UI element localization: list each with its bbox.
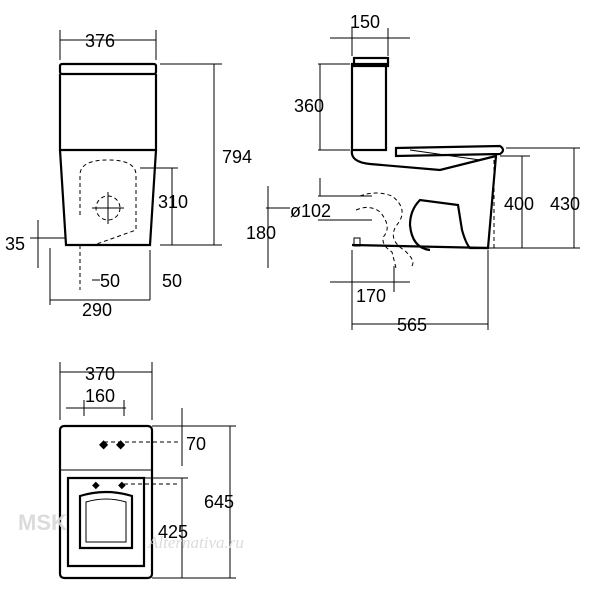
svg-text:◆: ◆ <box>99 437 109 451</box>
watermark-brand: MSK <box>18 510 67 535</box>
dim-top-width: 370 <box>85 364 115 384</box>
dim-offset-a: 50 <box>100 271 120 291</box>
top-outline <box>58 424 154 580</box>
watermark: MSK Alternativa.ru <box>18 510 244 552</box>
dim-bolt-spacing: 160 <box>85 386 115 406</box>
front-tank <box>58 74 158 152</box>
top-view: ◆ ◆ ◆ ◆ 370 160 70 425 645 <box>58 362 236 580</box>
svg-text:◆: ◆ <box>116 437 126 451</box>
dim-floor-gap: 35 <box>5 234 25 254</box>
side-bowl <box>350 149 498 252</box>
side-floor-line <box>351 243 489 250</box>
side-tank-lid <box>352 56 390 68</box>
front-trap-hidden <box>79 159 137 246</box>
dim-outlet-height: 310 <box>158 192 188 212</box>
side-seat <box>394 144 505 158</box>
side-view: 150 360 ø102 180 400 430 170 565 <box>246 12 580 335</box>
dim-tank-depth: 150 <box>350 12 380 32</box>
dim-pipe-diameter: ø102 <box>290 201 331 221</box>
dim-outlet-axis: 180 <box>246 223 276 243</box>
dim-top-length: 645 <box>204 492 234 512</box>
dim-outlet-offset: 170 <box>356 286 386 306</box>
dim-seat-height: 430 <box>550 194 580 214</box>
dim-tank-height: 360 <box>294 96 324 116</box>
top-seat <box>66 476 146 568</box>
dim-base-depth: 290 <box>82 300 112 320</box>
front-view: 376 794 310 35 50 50 290 <box>5 30 252 320</box>
top-seat-inner <box>78 490 134 550</box>
dim-length-total: 565 <box>397 315 427 335</box>
svg-text:◆: ◆ <box>118 480 126 491</box>
dim-front-height: 794 <box>222 147 252 167</box>
dim-seat-length: 425 <box>158 522 188 542</box>
top-bowl-opening <box>85 498 127 543</box>
side-tank <box>350 62 388 152</box>
side-trap-hidden <box>359 192 414 269</box>
watermark-script: Alternativa.ru <box>147 533 244 552</box>
dim-offset-b: 50 <box>162 271 182 291</box>
dim-bowl-height: 400 <box>504 194 534 214</box>
svg-text:◆: ◆ <box>92 480 100 491</box>
dim-bolt-offset: 70 <box>186 434 206 454</box>
dim-front-width: 376 <box>85 31 115 51</box>
front-tank-lid <box>58 62 158 76</box>
